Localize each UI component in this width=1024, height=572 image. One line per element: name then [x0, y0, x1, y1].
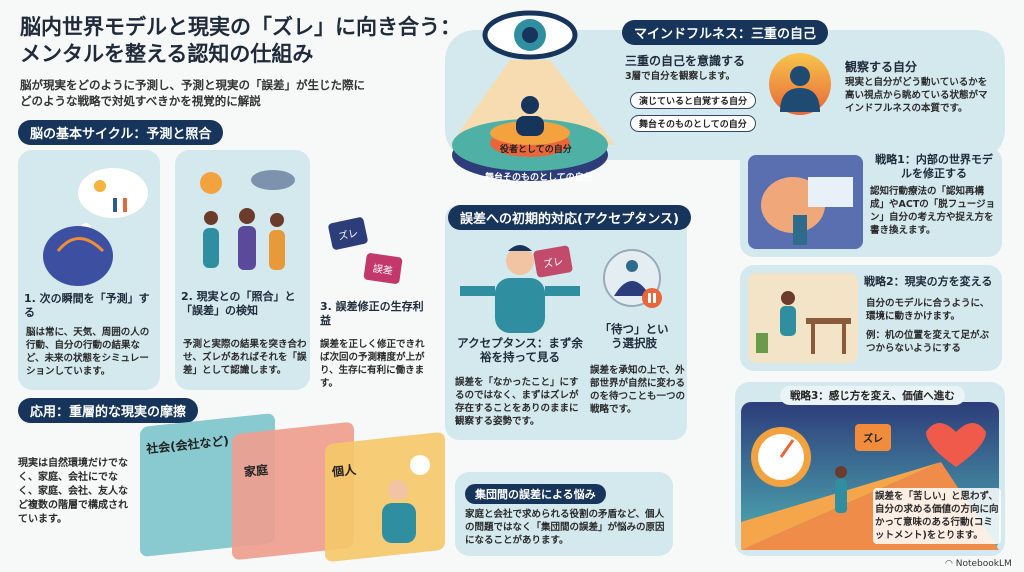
acceptance-item-1-body: 誤差を「なかったこと」にするのではなく、まずはズレが存在することをありのままに観… — [455, 377, 579, 427]
brain-prediction-icon — [43, 168, 148, 286]
acceptance-item-1-title: アクセプタンス：まず余裕を持って見る — [457, 336, 583, 364]
cycle-heading: 脳の基本サイクル：予測と照合 — [18, 120, 224, 145]
page-subtitle: 脳が現実をどのように予測し、予測と現実の「誤差」が生じた際に どのような戦略で対… — [20, 77, 365, 109]
strategy-1-card: 戦略1：内部の世界モデルを修正する 認知行動療法の「認知再構成」やACTの「脱フ… — [740, 147, 1002, 257]
acceptance-panel — [445, 205, 687, 440]
strategy-3-card: 戦略3：感じ方を変え、価値へ進む ズレ 誤差を「苦しい」と思わず、自分の求める価… — [735, 382, 1005, 556]
brand-text: NotebookLM — [955, 559, 1012, 569]
acceptance-item-2-body: 誤差を承知の上で、外部世界が自然に変わるのを待つことも一つの戦略です。 — [590, 365, 686, 415]
strategy-1-title: 戦略1：内部の世界モデルを修正する — [875, 153, 993, 180]
layer-family-label: 家庭 — [243, 462, 269, 480]
stage-label-actor: 役者としての自分 — [500, 145, 572, 155]
three-selves-illustration — [450, 10, 615, 181]
group-body: 家庭と会社で求められる役割の矛盾など、個人の問題ではなく「集団間の誤差」が悩みの… — [465, 509, 665, 546]
meditation-pause-icon — [603, 249, 662, 308]
subtitle-line-2: どのような戦略で対処すべきかを視覚的に解説 — [20, 94, 261, 108]
observer-avatar-icon — [769, 53, 831, 115]
notebooklm-logo-icon: ◠ — [945, 559, 956, 569]
application-heading: 応用：重層的な現実の摩擦 — [18, 398, 199, 423]
cycle-step-2: 2. 現実との「照合」と「誤差」の検知 予測と実際の結果を突き合わせ、ズレがあれ… — [175, 150, 310, 390]
step-3-body: 誤差を正しく修正できれば次回の予測精度が上がり、生存に有利に働きます。 — [320, 339, 425, 389]
cycle-step-3: ズレ 誤差 3. 誤差修正の生存利益 誤差を正しく修正できれば次回の予測精度が上… — [320, 200, 445, 390]
title-line-2: メンタルを整える認知の仕組み — [20, 42, 314, 66]
step-3-title: 3. 誤差修正の生存利益 — [320, 300, 424, 327]
application-body: 現実は自然環境だけでなく、家庭、会社にでなく、家庭、会社、友人など複数の階層で構… — [18, 458, 128, 525]
step-1-body: 脳は常に、天気、周囲の人の行動、自分の行動の結果など、未来の状態をシミュレーショ… — [26, 327, 150, 377]
observer-body: 現実と自分がどう動いているかを高い視点から眺めている状態がマインドフルネスの本質… — [845, 77, 988, 114]
subtitle-line-1: 脳が現実をどのように予測し、予測と現実の「誤差」が生じた際に — [20, 78, 365, 92]
strategy-2-body: 自分のモデルに合うように、環境に動きかけます。 — [866, 298, 990, 322]
strategy-3-title: 戦略3：感じ方を変え、価値へ進む — [780, 386, 965, 405]
strategy-2-title: 戦略2：現実の方を変える — [864, 275, 993, 288]
tag-stage-self: 舞台そのものとしての自分 — [630, 115, 756, 132]
observer-title: 観察する自分 — [845, 60, 918, 74]
acceptance-heading: 誤差への初期的対応(アクセプタンス) — [448, 205, 691, 230]
tag-acting-self: 演じていると自覚する自分 — [630, 92, 757, 109]
step-2-body: 予測と実際の結果を突き合わせ、ズレがあればそれを「誤差」として認識します。 — [183, 339, 307, 376]
cycle-step-1: 1. 次の瞬間を「予測」する 脳は常に、天気、周囲の人の行動、自分の行動の結果な… — [18, 150, 160, 390]
people-weather-icon — [200, 170, 295, 270]
shrugging-person-icon — [460, 245, 580, 333]
brain-rewrite-icon — [748, 155, 863, 249]
strategy-1-body: 認知行動療法の「認知再構成」やACTの「脱フュージョン」自分の考え方や捉え方を書… — [870, 186, 996, 236]
step-1-title: 1. 次の瞬間を「予測」する — [24, 292, 150, 319]
puzzle-zure-strategy: ズレ — [855, 424, 891, 451]
move-desk-icon — [748, 273, 858, 363]
group-heading: 集団間の誤差による悩み — [465, 484, 606, 504]
strategy-3-body: 誤差を「苦しい」と思わず、自分の求める価値の方向に向かって意味のある行動(コミッ… — [873, 488, 1001, 544]
step-2-title: 2. 現実との「照合」と「誤差」の検知 — [181, 290, 296, 317]
notebooklm-brand: ◠ NotebookLM — [945, 559, 1012, 569]
page-title: 脳内世界モデルと現実の「ズレ」に向き合う： メンタルを整える認知の仕組み — [20, 14, 461, 68]
mindfulness-heading: マインドフルネス：三重の自己 — [622, 20, 829, 45]
acceptance-item-2-title: 「待つ」という選択肢 — [599, 322, 669, 350]
stage-label-stage: 舞台そのものとしての自分 — [485, 173, 593, 183]
mindfulness-note: 3層で自分を観察します。 — [625, 71, 736, 82]
strategy-2-card: 戦略2：現実の方を変える 自分のモデルに合うように、環境に動きかけます。 例：机… — [740, 265, 1002, 371]
layer-individual-label: 個人 — [331, 462, 357, 480]
strategy-2-example: 例：机の位置を変えて足がぶつからないようにする — [866, 330, 990, 354]
puzzle-zure: ズレ — [327, 216, 369, 251]
title-line-1: 脳内世界モデルと現実の「ズレ」に向き合う： — [20, 15, 461, 39]
puzzle-gosa: 誤差 — [363, 252, 403, 285]
mindfulness-subtitle: 三重の自己を意識する — [625, 54, 746, 68]
thinking-person-icon — [382, 455, 430, 543]
